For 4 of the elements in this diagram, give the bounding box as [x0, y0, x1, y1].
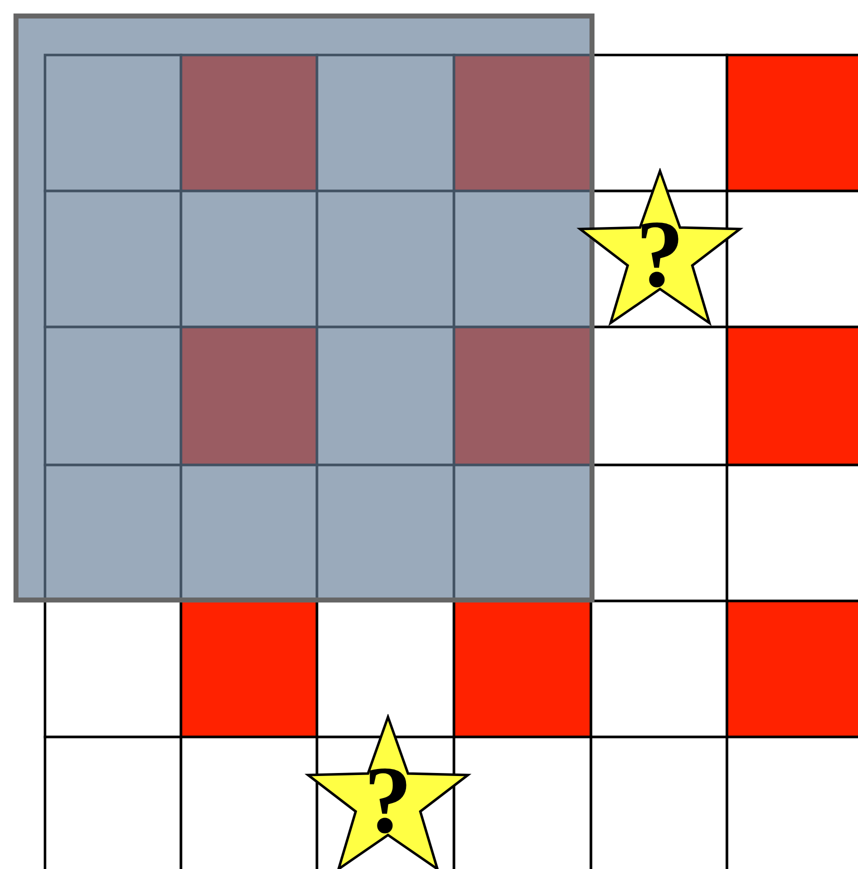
question-mark: ?: [364, 752, 412, 848]
star-node: [576, 168, 744, 328]
star-node: [304, 714, 472, 869]
question-mark: ?: [636, 206, 684, 302]
